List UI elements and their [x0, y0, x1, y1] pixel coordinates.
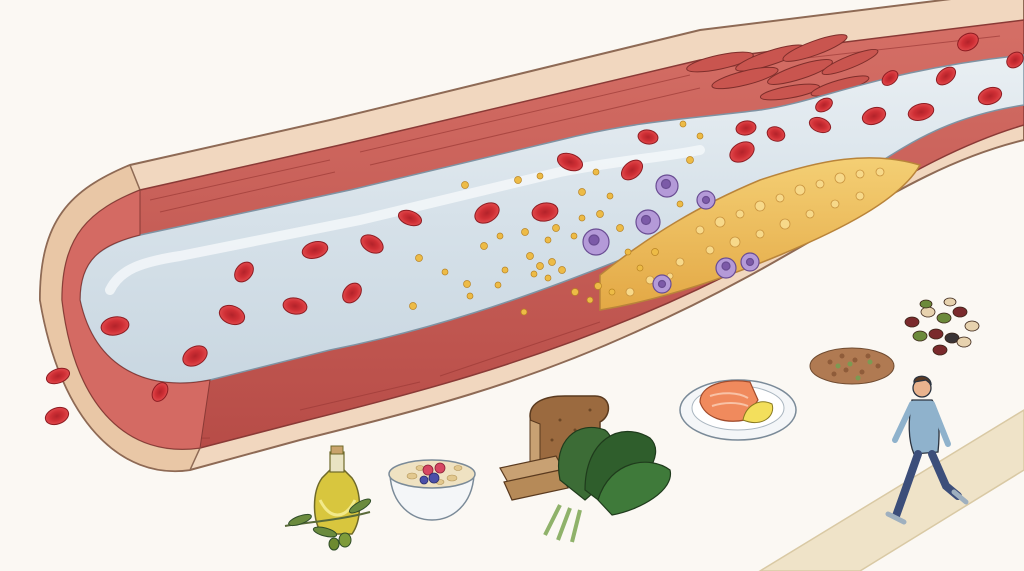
white-blood-cell — [652, 274, 672, 294]
red-blood-cell — [766, 126, 786, 142]
red-blood-cell — [620, 159, 644, 181]
red-blood-cell — [735, 120, 757, 136]
leafy-greens — [543, 426, 671, 543]
mixed-beans — [904, 297, 980, 356]
red-blood-cell — [808, 116, 832, 134]
lumen-highlight — [105, 145, 705, 295]
red-blood-cell — [935, 66, 957, 86]
walking-path — [758, 409, 1024, 571]
walking-person — [885, 375, 969, 525]
red-blood-cell — [100, 316, 130, 336]
lentils — [809, 347, 895, 385]
salmon-plate — [679, 379, 797, 441]
red-blood-cell — [234, 261, 254, 283]
red-blood-cell — [531, 202, 559, 222]
red-blood-cells — [44, 32, 1024, 426]
oatmeal-bowl — [388, 459, 476, 521]
red-blood-cell — [556, 152, 584, 172]
red-blood-cell — [861, 106, 887, 126]
red-blood-cell — [151, 382, 169, 402]
red-blood-cell — [881, 70, 899, 86]
red-blood-cell — [907, 103, 935, 121]
inner-cut-face — [61, 189, 211, 450]
red-blood-cell — [342, 282, 362, 304]
olive-oil-bottle — [313, 445, 361, 535]
red-blood-cell — [182, 345, 208, 367]
olive-branch — [284, 498, 372, 551]
red-blood-cell — [977, 86, 1003, 106]
red-blood-cell — [360, 234, 384, 254]
red-blood-cell — [282, 297, 308, 315]
red-blood-cell — [218, 304, 246, 326]
red-blood-cell — [397, 209, 423, 227]
red-blood-cell — [815, 97, 833, 113]
red-blood-cell — [729, 141, 755, 163]
red-blood-cell — [44, 406, 70, 426]
red-blood-cell — [637, 129, 659, 145]
red-blood-cell — [301, 241, 329, 259]
white-blood-cell — [696, 190, 716, 210]
red-blood-cell — [957, 32, 979, 52]
smooth-muscle-cells — [686, 34, 879, 101]
white-blood-cell — [582, 228, 610, 256]
red-blood-cell — [474, 202, 500, 224]
white-blood-cell — [635, 209, 661, 235]
red-blood-cell — [45, 367, 71, 385]
red-blood-cell — [1006, 51, 1024, 69]
white-blood-cell — [715, 257, 737, 279]
cholesterol-particles — [409, 120, 704, 316]
white-blood-cells — [582, 174, 760, 294]
white-blood-cell — [740, 252, 760, 272]
white-blood-cell — [655, 174, 679, 198]
